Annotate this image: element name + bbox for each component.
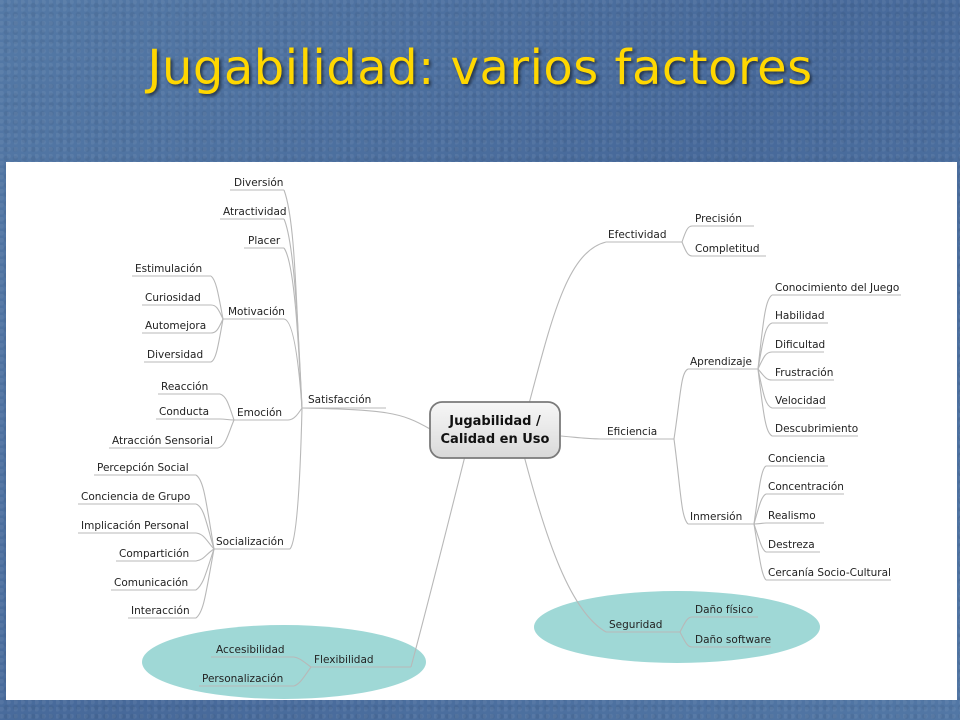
node-accesibilidad: Accesibilidad	[216, 644, 285, 656]
node-precision: Precisión	[695, 213, 742, 225]
node-placer: Placer	[248, 235, 281, 247]
node-comunicacion: Comunicación	[114, 577, 188, 589]
highlight-ellipse-seguridad	[534, 591, 820, 663]
node-seguridad: Seguridad	[609, 619, 662, 631]
node-motivacion: Motivación	[228, 306, 285, 318]
node-reaccion: Reacción	[161, 381, 208, 393]
node-descubrimiento: Descubrimiento	[775, 423, 858, 435]
node-personalizacion: Personalización	[202, 673, 283, 685]
node-diversidad: Diversidad	[147, 349, 203, 361]
right-branch-seguridad: Seguridad Daño físico Daño software	[609, 604, 771, 646]
node-dano-fisico: Daño físico	[695, 604, 753, 616]
node-atractividad: Atractividad	[223, 206, 287, 218]
node-dificultad: Dificultad	[775, 339, 825, 351]
center-node-line1: Jugabilidad /	[448, 414, 541, 429]
node-conducta: Conducta	[159, 406, 209, 418]
node-curiosidad: Curiosidad	[145, 292, 201, 304]
node-diversion: Diversión	[234, 177, 283, 189]
node-comparticion: Compartición	[119, 548, 189, 560]
node-velocidad: Velocidad	[775, 395, 826, 407]
slide-title: Jugabilidad: varios factores	[147, 40, 813, 96]
node-dano-software: Daño software	[695, 634, 771, 646]
node-eficiencia: Eficiencia	[607, 426, 657, 438]
node-atraccion-sensorial: Atracción Sensorial	[112, 435, 213, 447]
node-realismo: Realismo	[768, 510, 816, 522]
mind-map-diagram: Jugabilidad / Calidad en Uso Satisfacció…	[78, 177, 901, 699]
node-percepcion-social: Percepción Social	[97, 462, 189, 474]
left-branch-flexibilidad: Flexibilidad Accesibilidad Personalizaci…	[202, 644, 374, 685]
node-efectividad: Efectividad	[608, 229, 667, 241]
center-node-line2: Calidad en Uso	[441, 432, 550, 447]
node-automejora: Automejora	[145, 320, 206, 332]
mind-map-panel: Jugabilidad / Calidad en Uso Satisfacció…	[6, 162, 957, 700]
node-interaccion: Interacción	[131, 605, 190, 617]
node-flexibilidad: Flexibilidad	[314, 654, 374, 666]
right-branch-efectividad: Efectividad Precisión Completitud	[608, 213, 760, 255]
label-underlines	[78, 189, 901, 687]
node-frustracion: Frustración	[775, 367, 833, 379]
highlight-ellipse-flexibilidad	[142, 625, 426, 699]
node-conciencia-grupo: Conciencia de Grupo	[81, 491, 190, 503]
center-node: Jugabilidad / Calidad en Uso	[429, 401, 561, 459]
node-cercania-socio-cultural: Cercanía Socio-Cultural	[768, 567, 891, 579]
node-concentracion: Concentración	[768, 481, 844, 493]
node-estimulacion: Estimulación	[135, 263, 202, 275]
branch-lines	[195, 189, 773, 687]
node-conciencia: Conciencia	[768, 453, 825, 465]
node-implicacion-personal: Implicación Personal	[81, 520, 189, 532]
node-conocimiento-juego: Conocimiento del Juego	[775, 282, 899, 294]
right-branch-eficiencia: Eficiencia Aprendizaje Conocimiento del …	[607, 282, 899, 579]
node-inmersion: Inmersión	[690, 511, 742, 523]
node-satisfaccion: Satisfacción	[308, 394, 371, 406]
node-destreza: Destreza	[768, 539, 815, 551]
node-socializacion: Socialización	[216, 536, 284, 548]
left-branch-satisfaccion: Satisfacción Diversión Atractividad Plac…	[81, 177, 371, 617]
node-completitud: Completitud	[695, 243, 760, 255]
node-habilidad: Habilidad	[775, 310, 825, 322]
node-aprendizaje: Aprendizaje	[690, 356, 752, 368]
node-emocion: Emoción	[237, 407, 282, 419]
